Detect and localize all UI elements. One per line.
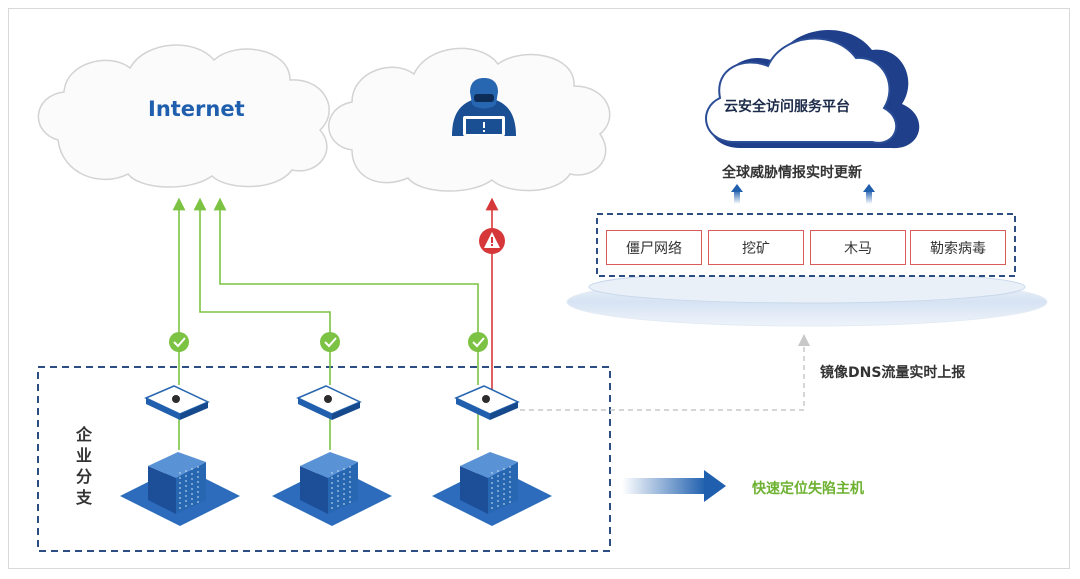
check-icon (169, 332, 189, 352)
arrow-right-icon (622, 470, 726, 502)
platform-cloud (705, 29, 920, 149)
gateway-device-icon (296, 385, 362, 420)
enterprise-branch-label: 企业分支 (75, 425, 92, 507)
locate-hosts-label: 快速定位失陷主机 (752, 481, 864, 497)
platform-label: 云安全访问服务平台 (724, 99, 850, 115)
internet-label: Internet (148, 97, 245, 121)
dns-mirror-label: 镜像DNS流量实时上报 (820, 365, 966, 381)
hacker-icon (452, 78, 516, 136)
threat-type-trojan: 木马 (810, 230, 906, 265)
dns-mirror-path (520, 334, 810, 411)
threat-type-botnet: 僵尸网络 (606, 230, 702, 265)
gateway-device-icon (454, 385, 520, 420)
threat-type-mining: 挖矿 (708, 230, 804, 265)
threat-intel-update-label: 全球威胁情报实时更新 (722, 165, 862, 181)
check-icon (320, 332, 340, 352)
warning-icon (479, 228, 505, 254)
diagram-frame (8, 8, 1070, 569)
threat-type-ransomware: 勒索病毒 (910, 230, 1006, 265)
server-icon (432, 452, 552, 526)
internet-cloud (37, 44, 330, 188)
enterprise-branch-box (37, 366, 611, 552)
gateway-device-icon (144, 385, 210, 420)
server-icon (120, 452, 240, 526)
intel-upload-arrows (731, 184, 875, 204)
check-icon (468, 332, 488, 352)
server-icon (272, 452, 392, 526)
